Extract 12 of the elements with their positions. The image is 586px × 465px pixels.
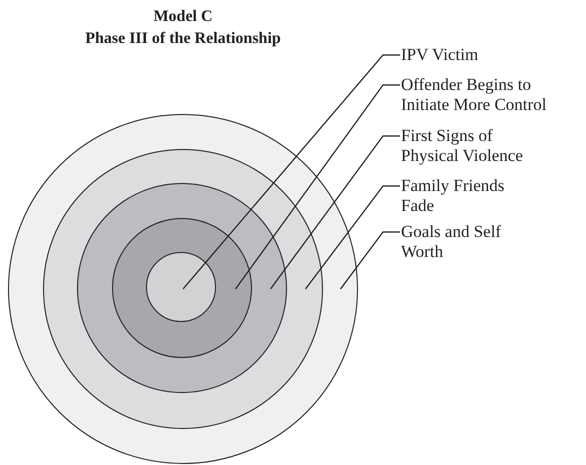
leader-line: [182, 54, 400, 290]
leader-line: [305, 185, 400, 290]
leader-line: [270, 135, 400, 290]
subtitle: Phase III of the Relationship: [84, 29, 282, 49]
callout-label: IPV Victim: [401, 45, 561, 65]
callout-label: First Signs of Physical Violence: [401, 126, 536, 166]
diagram-title: Model C: [152, 7, 214, 27]
callout-label: Family Friends Fade: [401, 176, 519, 216]
leader-line: [235, 84, 400, 290]
callout-label: Goals and Self Worth: [401, 222, 531, 262]
callout-label: Offender Begins to Initiate More Control: [401, 75, 576, 115]
leader-line: [340, 231, 400, 290]
